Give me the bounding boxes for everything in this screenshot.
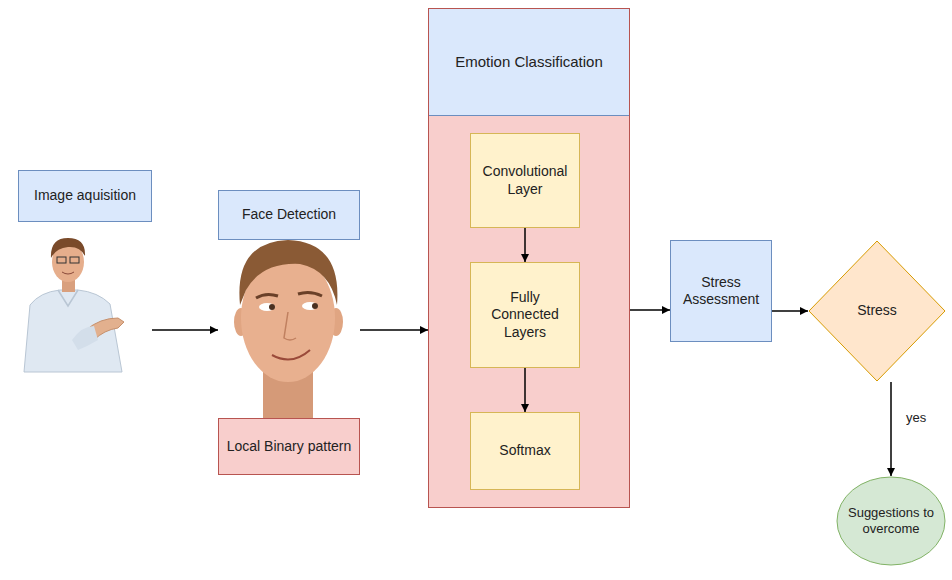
flow-arrow xyxy=(152,329,218,331)
brow-right xyxy=(298,292,322,296)
layer-box: Convolutional Layer xyxy=(470,133,580,228)
layer-box: Fully Connected Layers xyxy=(470,262,580,368)
node-label: Fully Connected Layers xyxy=(477,289,573,342)
acquisition-node: Image aquisition xyxy=(18,170,152,375)
flow-arrow xyxy=(524,228,526,262)
hair xyxy=(51,238,85,258)
node-label: Local Binary pattern xyxy=(227,438,352,456)
node-label: Convolutional Layer xyxy=(477,163,573,198)
terminal-ellipse: Suggestions to overcome xyxy=(836,476,946,566)
diamond-shape xyxy=(809,241,945,381)
process-box: Local Binary pattern xyxy=(218,418,360,475)
pupil-right xyxy=(312,303,318,309)
node-label: Image aquisition xyxy=(18,170,152,222)
mouth xyxy=(62,272,74,274)
pupil-left xyxy=(269,304,275,310)
flow-arrow xyxy=(772,310,808,312)
smile xyxy=(272,350,310,359)
classification-container: Emotion ClassificationConvolutional Laye… xyxy=(428,8,630,508)
face-illustration xyxy=(234,240,343,420)
eye-left xyxy=(259,303,275,311)
person-illustration xyxy=(24,238,124,372)
face-detection-node: Face Detection xyxy=(218,190,360,418)
sleeve xyxy=(72,326,98,350)
ellipse-shape xyxy=(837,477,945,565)
eye-right xyxy=(302,302,318,310)
glasses-left xyxy=(57,257,66,263)
group-heading: Emotion Classification xyxy=(429,9,629,116)
layer-box: Softmax xyxy=(470,412,580,490)
node-label: Stress xyxy=(857,302,897,320)
collar xyxy=(58,290,78,306)
decision-diamond: Stress xyxy=(808,240,946,382)
node-label: Softmax xyxy=(499,442,550,460)
flow-arrow xyxy=(630,309,670,311)
edge-label: yes xyxy=(903,409,929,426)
process-box: Stress Assessment xyxy=(670,240,772,342)
glasses-right xyxy=(70,257,79,263)
node-label: Suggestions to overcome xyxy=(847,505,935,538)
node-label: Face Detection xyxy=(218,190,360,240)
nose xyxy=(284,312,296,340)
node-label: Stress Assessment xyxy=(677,274,765,309)
flow-arrow xyxy=(890,382,892,476)
flow-arrow xyxy=(524,368,526,412)
hair xyxy=(239,240,337,305)
brow-left xyxy=(256,294,278,298)
flow-arrow xyxy=(360,329,428,331)
